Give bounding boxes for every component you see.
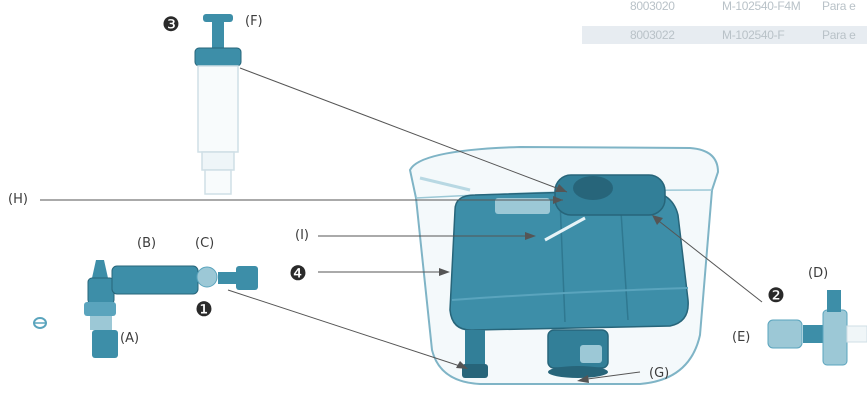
label-C: (C) — [195, 236, 215, 251]
label-I: (I) — [295, 228, 309, 243]
part-desc: Para e — [822, 28, 856, 42]
part-model: M-102540-F4M — [722, 0, 801, 13]
callout-1: ❶ — [195, 297, 213, 321]
part-code: 8003022 — [630, 28, 675, 42]
supply-valve-assembly — [84, 260, 258, 358]
leader-line-F — [239, 67, 568, 193]
label-A: (A) — [120, 331, 140, 346]
leader-line-G — [579, 371, 641, 381]
round-fitting — [33, 317, 47, 329]
label-E: (E) — [732, 330, 751, 345]
part-model: M-102540-F — [722, 28, 785, 42]
flush-valve-cartridge — [194, 14, 242, 195]
leader-arrowheads — [439, 184, 663, 383]
part-code: 8003020 — [630, 0, 675, 13]
label-H: (H) — [8, 192, 28, 207]
callout-3: ❸ — [162, 12, 180, 36]
pressure-vessel — [449, 174, 689, 378]
leader-line-1 — [227, 289, 467, 369]
leader-line-E — [654, 217, 763, 303]
table-row: 8003022 M-102540-F Para e — [582, 26, 867, 44]
part-desc: Para e — [822, 0, 856, 13]
shutoff-fitting — [767, 290, 867, 366]
label-B: (B) — [137, 236, 157, 251]
leader-lines — [40, 67, 763, 381]
callout-4: ❹ — [289, 261, 307, 285]
callout-2: ❷ — [767, 283, 785, 307]
label-G: (G) — [649, 366, 670, 381]
label-D: (D) — [808, 266, 829, 281]
label-F: (F) — [245, 14, 263, 29]
table-row: 8003020 M-102540-F4M Para e — [582, 0, 867, 15]
